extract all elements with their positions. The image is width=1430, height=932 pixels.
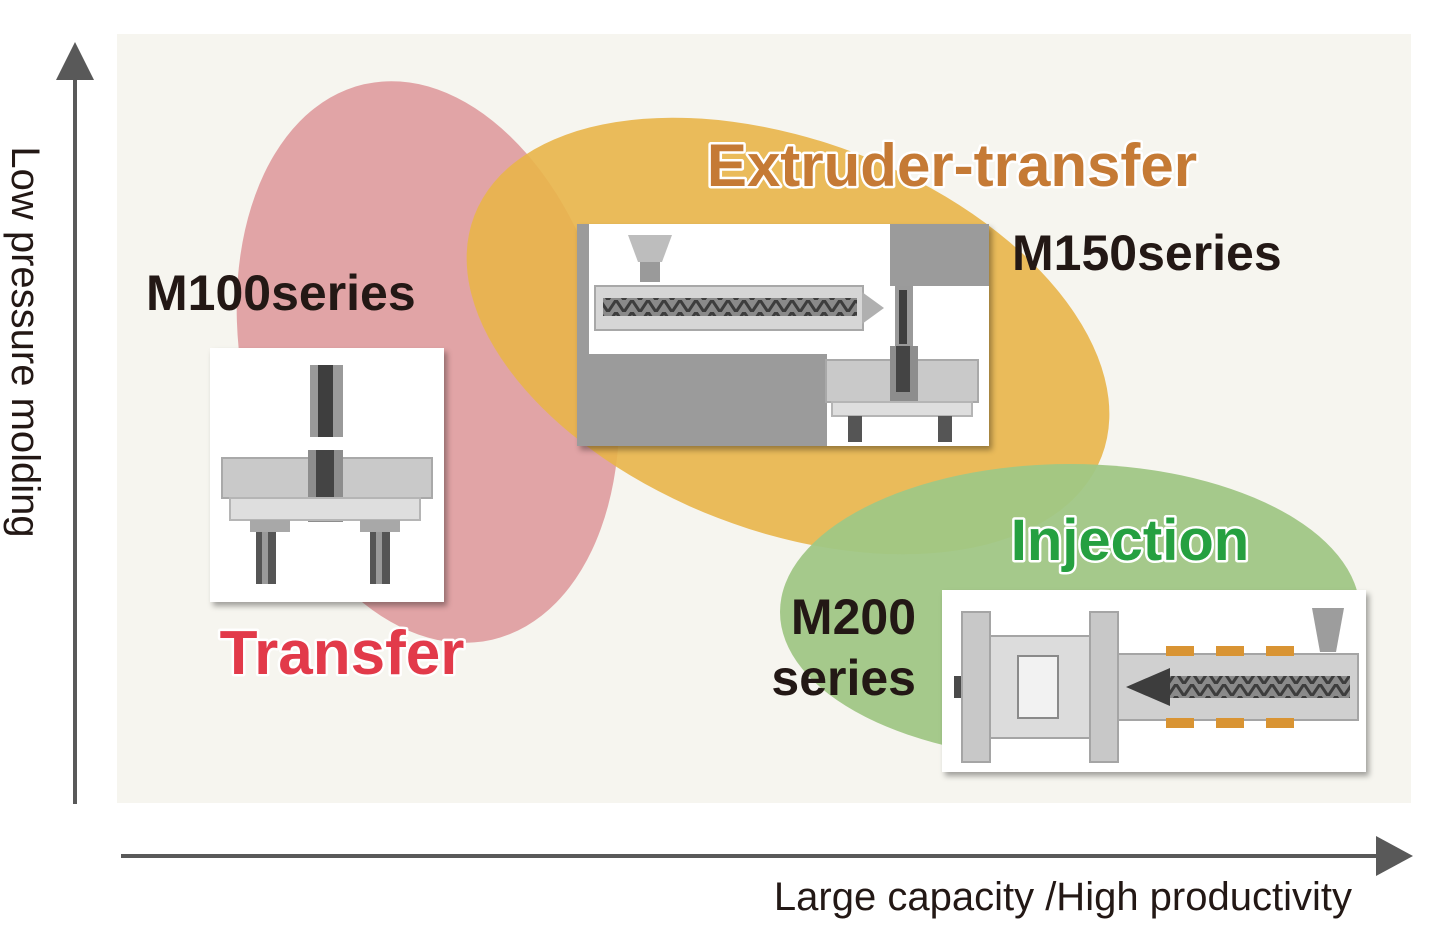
x-axis-label: Large capacity /High productivity: [774, 875, 1352, 919]
y-axis-arrowhead: [56, 42, 94, 80]
y-axis-label: Low pressure molding: [3, 146, 47, 537]
x-axis-arrowhead: [1376, 836, 1413, 876]
m200-series-label-line2: series: [771, 650, 916, 706]
transfer-label: Transfer: [220, 619, 465, 688]
m150-series-label: M150series: [1012, 225, 1282, 281]
m150-machine-illustration: [577, 224, 989, 446]
injection-label: Injection: [1011, 508, 1249, 573]
m100-machine-illustration: [210, 348, 444, 602]
m200-machine-illustration: [942, 590, 1366, 772]
extruder-transfer-label: Extruder-transfer: [707, 132, 1197, 199]
m100-series-label: M100series: [146, 265, 416, 321]
m200-series-label-line1: M200: [791, 589, 916, 645]
